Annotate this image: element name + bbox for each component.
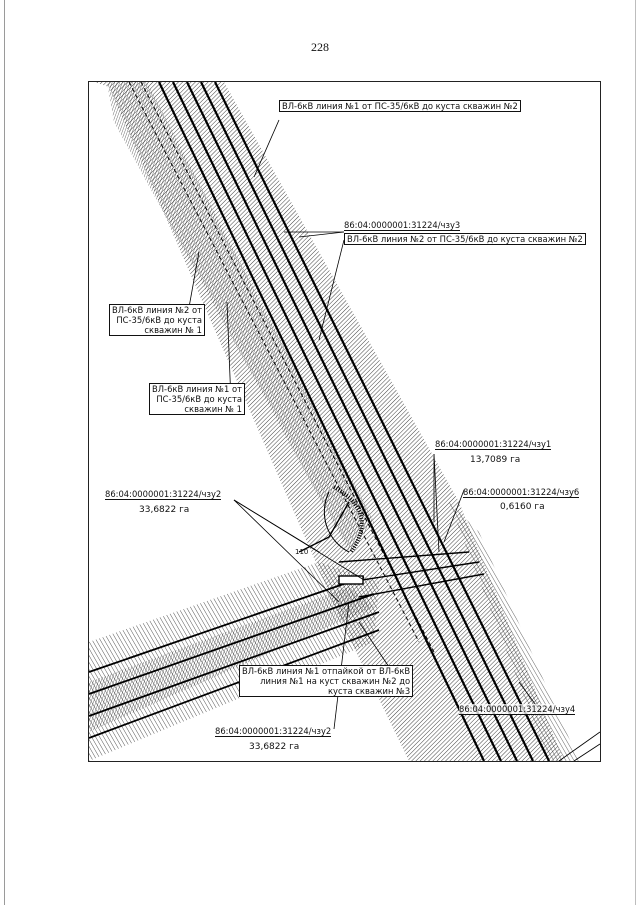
parcel-chzu1-area: 13,7089 га — [470, 455, 521, 465]
label-branch-line-row2: линия №1 на куст скважин №2 до — [260, 676, 411, 686]
main-line-conductors — [158, 82, 550, 761]
small-mark-110: 110 — [295, 548, 309, 556]
label-line2-cluster2: ВЛ-6кВ линия №2 от ПС-35/6кВ до куста ск… — [344, 233, 586, 245]
page-edge-right — [635, 0, 636, 905]
parcel-chzu2-top-code: 86:04:0000001:31224/чзу2 — [105, 489, 222, 500]
parcel-chzu2-top-area: 33,6822 га — [139, 505, 190, 515]
label-line1-cluster1-row3: скважин № 1 — [184, 404, 242, 414]
label-line1-cluster1-row2: ПС-35/6кВ до куста — [156, 394, 242, 404]
map-drawing — [89, 82, 600, 761]
label-branch-line-row3: куста скважин №3 — [327, 686, 411, 696]
label-branch-line-row1: ВЛ-6кВ линия №1 отпайкой от ВЛ-6кВ — [242, 666, 411, 676]
label-line1-cluster1-row1: ВЛ-6кВ линия №1 от — [152, 384, 242, 394]
branch-corridor-dense — [89, 587, 374, 732]
corridor-right-strip — [449, 502, 579, 761]
parcel-chzu1-code: 86:04:0000001:31224/чзу1 — [435, 439, 552, 450]
junction-node — [298, 491, 485, 598]
corridor-edge-strip — [107, 82, 374, 552]
parcel-chzu3-code: 86:04:0000001:31224/чзу3 — [344, 220, 461, 231]
parcel-chzu2-bottom-code: 86:04:0000001:31224/чзу2 — [215, 726, 332, 737]
parcel-chzu4-code: 86:04:0000001:31224/чзу4 — [459, 704, 576, 715]
junction-arc — [333, 485, 364, 554]
cadastral-map: ВЛ-6кВ линия №1 от ПС-35/6кВ до куста ск… — [88, 81, 601, 762]
label-line2-cluster1: ВЛ-6кВ линия №2 от ПС-35/6кВ до куста ск… — [109, 304, 205, 336]
label-branch-line: ВЛ-6кВ линия №1 отпайкой от ВЛ-6кВ линия… — [239, 665, 414, 697]
page-edge-left — [4, 0, 5, 905]
branch-line-conductors — [89, 576, 380, 739]
parcel-chzu6-area: 0,6160 га — [500, 502, 545, 512]
main-line-dashes — [128, 82, 435, 653]
parcel-chzu6-code: 86:04:0000001:31224/чзу6 — [463, 487, 580, 498]
road-marks — [558, 731, 600, 761]
label-line1-cluster2: ВЛ-6кВ линия №1 от ПС-35/6кВ до куста ск… — [279, 100, 521, 112]
page-number: 228 — [311, 40, 329, 54]
label-line1-cluster1: ВЛ-6кВ линия №1 от ПС-35/6кВ до куста ск… — [149, 383, 245, 415]
parcel-chzu2-bottom-area: 33,6822 га — [249, 742, 300, 752]
label-line2-cluster1-row3: скважин № 1 — [144, 325, 202, 335]
label-line2-cluster1-row2: ПС-35/6кВ до куста — [116, 315, 202, 325]
label-line2-cluster1-row1: ВЛ-6кВ линия №2 от — [112, 305, 202, 315]
